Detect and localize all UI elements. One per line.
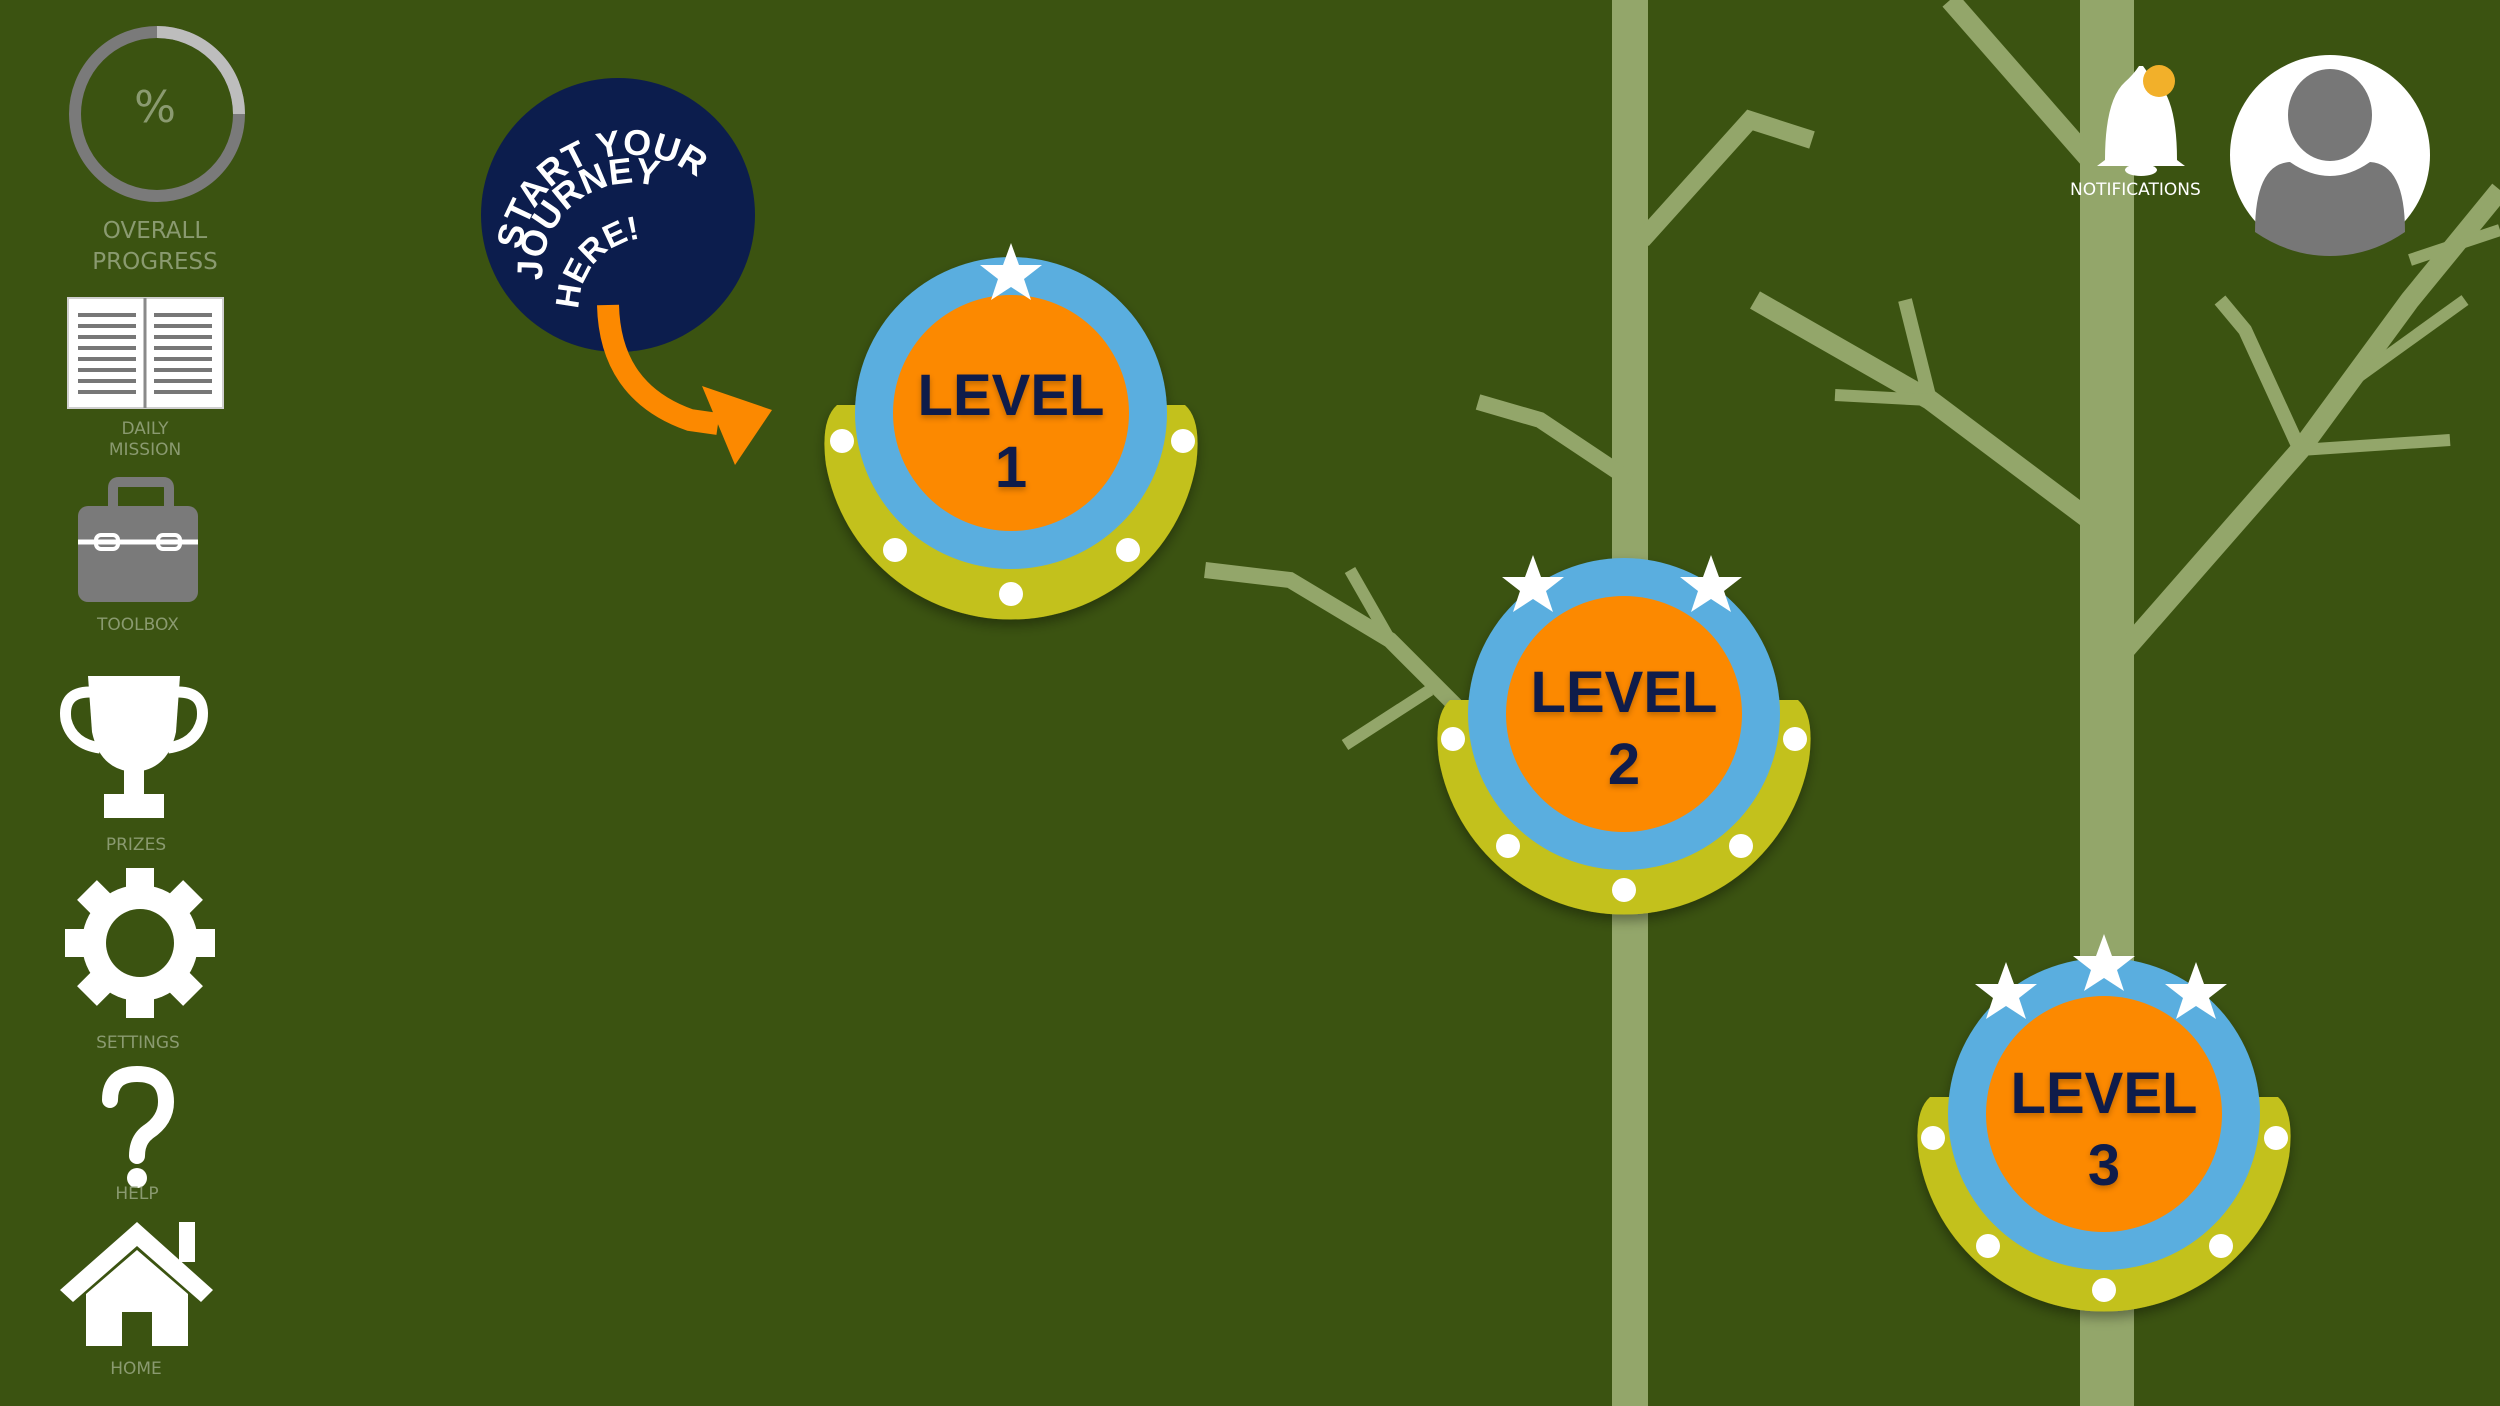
daily-mission-label-line2: MISSION xyxy=(108,440,182,461)
user-avatar-icon xyxy=(2255,69,2405,256)
level-1-label: LEVEL 1 xyxy=(886,360,1136,504)
settings-label[interactable]: SETTINGS xyxy=(96,1033,180,1053)
level-2-stars xyxy=(1502,555,1742,612)
star-icon xyxy=(1680,555,1742,612)
profile-avatar[interactable] xyxy=(2230,55,2430,256)
open-book-icon[interactable] xyxy=(67,297,224,409)
level-3-node[interactable] xyxy=(1917,958,2291,1312)
level-2-dots xyxy=(1441,727,1807,902)
start-journey-badge: START YOUR JOURNEY HERE! xyxy=(481,78,755,352)
level-3-dots xyxy=(1921,1126,2288,1302)
trophy-icon[interactable] xyxy=(60,676,208,818)
star-icon xyxy=(1502,555,1564,612)
level-2-node[interactable] xyxy=(1437,558,1811,915)
level-2-label: LEVEL 2 xyxy=(1499,657,1749,801)
level-1-number: 1 xyxy=(994,435,1028,500)
overall-progress-label-line2: PROGRESS xyxy=(92,249,218,276)
level-1-node[interactable] xyxy=(824,257,1198,620)
notifications-button[interactable] xyxy=(2097,65,2185,176)
toolbox-icon[interactable] xyxy=(78,477,198,602)
overall-progress-ring[interactable] xyxy=(69,26,245,202)
toolbox-label[interactable]: TOOLBOX xyxy=(97,615,179,635)
tree-branches xyxy=(1204,0,2500,1406)
house-icon[interactable] xyxy=(60,1222,213,1346)
daily-mission-label-line1: DAILY xyxy=(121,419,169,439)
progress-percent: % xyxy=(134,82,176,133)
level-1-dots xyxy=(830,429,1195,606)
level-3-stars xyxy=(1975,934,2227,1019)
level-3-number: 3 xyxy=(2087,1133,2121,1198)
star-icon xyxy=(980,243,1042,300)
start-arrow-icon xyxy=(597,304,772,465)
level-2-title: LEVEL xyxy=(1530,660,1718,725)
home-label[interactable]: HOME xyxy=(110,1359,162,1379)
star-icon xyxy=(2073,934,2135,991)
prizes-label[interactable]: PRIZES xyxy=(105,835,167,855)
gear-icon[interactable] xyxy=(65,868,215,1018)
level-1-stars xyxy=(980,243,1042,300)
level-1-title: LEVEL xyxy=(917,363,1105,428)
star-icon xyxy=(1975,962,2037,1019)
star-icon xyxy=(2165,962,2227,1019)
level-3-title: LEVEL xyxy=(2010,1061,2198,1126)
overall-progress-label[interactable]: OVERALL PROGRESS xyxy=(55,216,255,278)
overall-progress-label-line1: OVERALL xyxy=(102,218,208,244)
progress-ring-fill xyxy=(156,26,245,115)
level-2-number: 2 xyxy=(1607,732,1641,797)
level-3-label: LEVEL 3 xyxy=(1979,1058,2229,1202)
help-label[interactable]: HELP xyxy=(115,1184,159,1204)
notification-dot xyxy=(2143,65,2175,97)
notifications-label[interactable]: NOTIFICATIONS xyxy=(2070,180,2201,200)
question-mark-icon[interactable] xyxy=(102,1065,175,1188)
daily-mission-label[interactable]: DAILY MISSION xyxy=(65,419,225,462)
